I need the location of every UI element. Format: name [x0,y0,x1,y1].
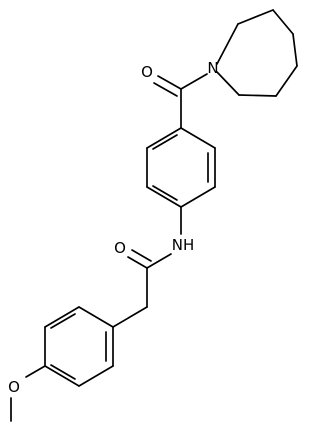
amide-double-bond-a [127,256,148,269]
central-benzene-ring [146,127,216,208]
molecule-structure: O N NH O O [8,9,298,422]
ketone-amide-group [153,73,208,129]
azepane-bond-1 [216,23,239,65]
azepane-nitrogen-label: N [207,59,218,77]
ch2-ring-bond [112,306,148,328]
amide-oxygen-label: O [114,239,126,257]
lower-ring-bond-6 [78,306,114,328]
acetamide-linker [112,206,182,328]
lower-ring-inner-2 [50,364,76,380]
central-ring-bond-6 [146,127,182,149]
methoxyphenyl-ring [44,306,114,387]
central-ring-bond-1 [180,127,216,149]
lower-ring-bond-5 [44,306,80,328]
molecule-canvas: O N NH O O [8,9,298,422]
nh-carbonyl-bond [146,253,172,269]
azepane-bond-2 [237,9,274,25]
ring-o-bond [25,365,46,378]
azepane-bond-7 [216,71,240,96]
amide-nitrogen-label: NH [172,236,195,254]
lower-ring-bond-3 [44,365,80,387]
lower-ring-inner-3 [50,313,76,329]
carbonyl-double-bond-a [157,75,182,90]
carbonyl-oxygen-label: O [141,63,153,81]
lower-ring-bond-2 [78,365,114,387]
central-ring-inner-2 [152,185,178,201]
methoxy-oxygen-label: O [8,378,20,396]
carbonyl-double-bond-b [153,82,178,97]
methoxy-group [10,365,46,422]
azepane-bond-5 [275,65,298,97]
azepane-bond-6 [238,94,277,97]
azepane-bond-4 [292,33,298,67]
central-ring-bond-3 [180,186,216,208]
amide-double-bond-b [131,249,152,262]
azepane-ring [216,9,298,97]
central-ring-inner-3 [152,134,178,150]
central-ring-bond-4 [146,186,182,208]
carbonyl-n-bond [180,73,208,90]
azepane-bond-3 [272,9,294,35]
